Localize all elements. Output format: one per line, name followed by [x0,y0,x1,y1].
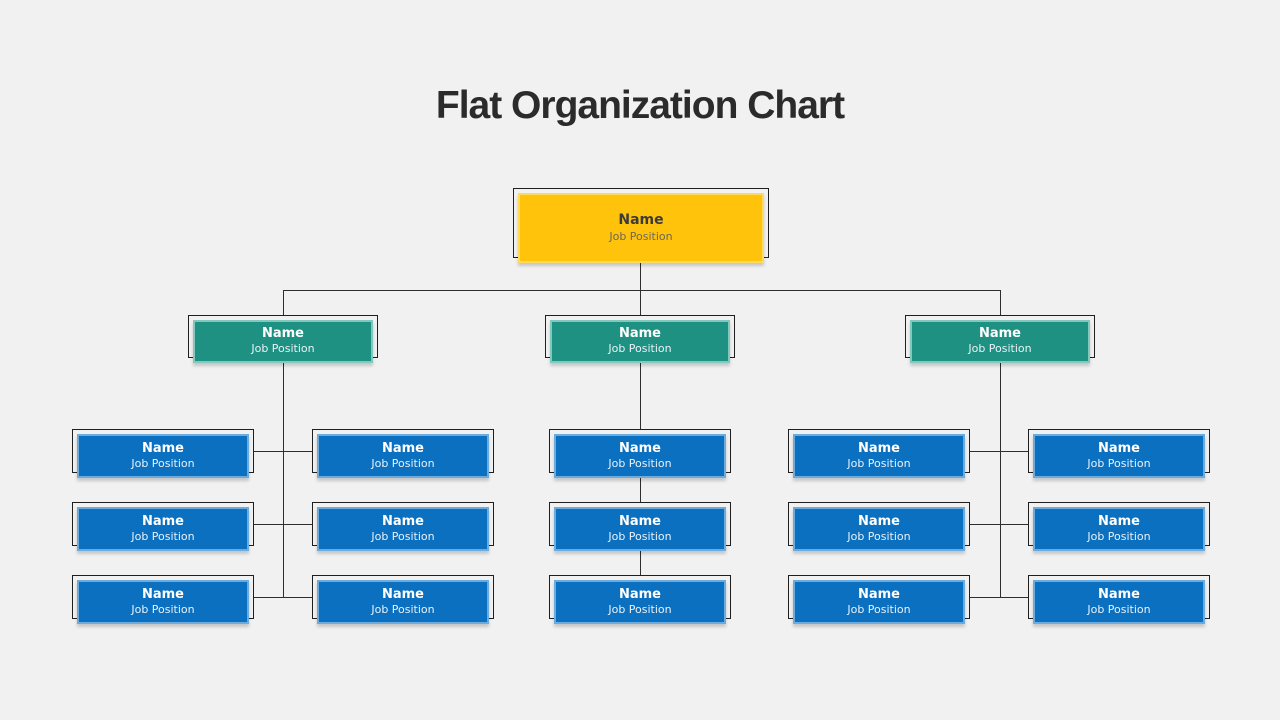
connector-line [640,473,641,502]
node-position: Job Position [371,456,435,470]
employee-node[interactable]: Name Job Position [549,429,731,478]
connector-line [283,290,1000,291]
connector-line [970,451,1028,452]
connector-line [640,290,641,315]
node-position: Job Position [131,529,195,543]
node-position: Job Position [131,602,195,616]
node-position: Job Position [847,456,911,470]
employee-node-fill: Name Job Position [1033,434,1205,478]
manager-node-fill: Name Job Position [193,320,373,363]
root-node-fill: Name Job Position [518,193,764,263]
employee-node-fill: Name Job Position [317,434,489,478]
employee-node[interactable]: Name Job Position [312,429,494,478]
connector-line [970,597,1028,598]
manager-node-right[interactable]: Name Job Position [905,315,1095,363]
employee-node-fill: Name Job Position [554,507,726,551]
employee-node-fill: Name Job Position [77,580,249,624]
node-name: Name [261,326,304,342]
employee-node-fill: Name Job Position [77,434,249,478]
node-name: Name [381,586,424,602]
employee-node[interactable]: Name Job Position [788,575,970,624]
manager-node-fill: Name Job Position [910,320,1090,363]
connector-line [1000,290,1001,315]
manager-node-left[interactable]: Name Job Position [188,315,378,363]
employee-node-fill: Name Job Position [554,434,726,478]
employee-node[interactable]: Name Job Position [549,575,731,624]
employee-node-fill: Name Job Position [793,580,965,624]
connector-line [640,358,641,429]
node-name: Name [978,326,1021,342]
employee-node[interactable]: Name Job Position [1028,502,1210,551]
connector-line [254,524,312,525]
employee-node-fill: Name Job Position [317,507,489,551]
employee-node-fill: Name Job Position [793,434,965,478]
employee-node-fill: Name Job Position [554,580,726,624]
employee-node[interactable]: Name Job Position [312,502,494,551]
node-position: Job Position [371,602,435,616]
node-name: Name [141,513,184,529]
node-name: Name [618,513,661,529]
connector-line [254,451,312,452]
employee-node[interactable]: Name Job Position [788,502,970,551]
node-name: Name [1097,440,1140,456]
node-name: Name [618,326,661,342]
node-name: Name [1097,513,1140,529]
node-name: Name [857,513,900,529]
connector-line [640,546,641,575]
node-name: Name [141,586,184,602]
employee-node-fill: Name Job Position [77,507,249,551]
node-name: Name [618,212,664,229]
node-position: Job Position [847,602,911,616]
connector-line [970,524,1028,525]
node-name: Name [618,586,661,602]
node-name: Name [141,440,184,456]
node-position: Job Position [131,456,195,470]
employee-node[interactable]: Name Job Position [312,575,494,624]
manager-node-fill: Name Job Position [550,320,730,363]
page-title: Flat Organization Chart [435,84,845,127]
manager-node-middle[interactable]: Name Job Position [545,315,735,363]
connector-line [254,597,312,598]
employee-node-fill: Name Job Position [1033,507,1205,551]
employee-node[interactable]: Name Job Position [549,502,731,551]
employee-node[interactable]: Name Job Position [1028,429,1210,478]
node-position: Job Position [608,602,672,616]
connector-line [640,258,641,290]
employee-node[interactable]: Name Job Position [72,575,254,624]
employee-node[interactable]: Name Job Position [788,429,970,478]
node-position: Job Position [847,529,911,543]
node-name: Name [857,586,900,602]
node-position: Job Position [1087,529,1151,543]
employee-node-fill: Name Job Position [1033,580,1205,624]
node-position: Job Position [968,342,1032,356]
node-position: Job Position [608,342,672,356]
root-node[interactable]: Name Job Position [513,188,769,263]
connector-line [283,290,284,315]
employee-node-fill: Name Job Position [317,580,489,624]
node-name: Name [857,440,900,456]
node-position: Job Position [609,229,673,243]
employee-node-fill: Name Job Position [793,507,965,551]
node-position: Job Position [608,456,672,470]
connector-line [283,358,284,597]
employee-node[interactable]: Name Job Position [72,502,254,551]
node-name: Name [618,440,661,456]
node-name: Name [381,513,424,529]
node-position: Job Position [608,529,672,543]
node-position: Job Position [1087,456,1151,470]
connector-line [1000,358,1001,597]
node-position: Job Position [251,342,315,356]
node-position: Job Position [371,529,435,543]
employee-node[interactable]: Name Job Position [1028,575,1210,624]
node-name: Name [1097,586,1140,602]
node-position: Job Position [1087,602,1151,616]
node-name: Name [381,440,424,456]
employee-node[interactable]: Name Job Position [72,429,254,478]
